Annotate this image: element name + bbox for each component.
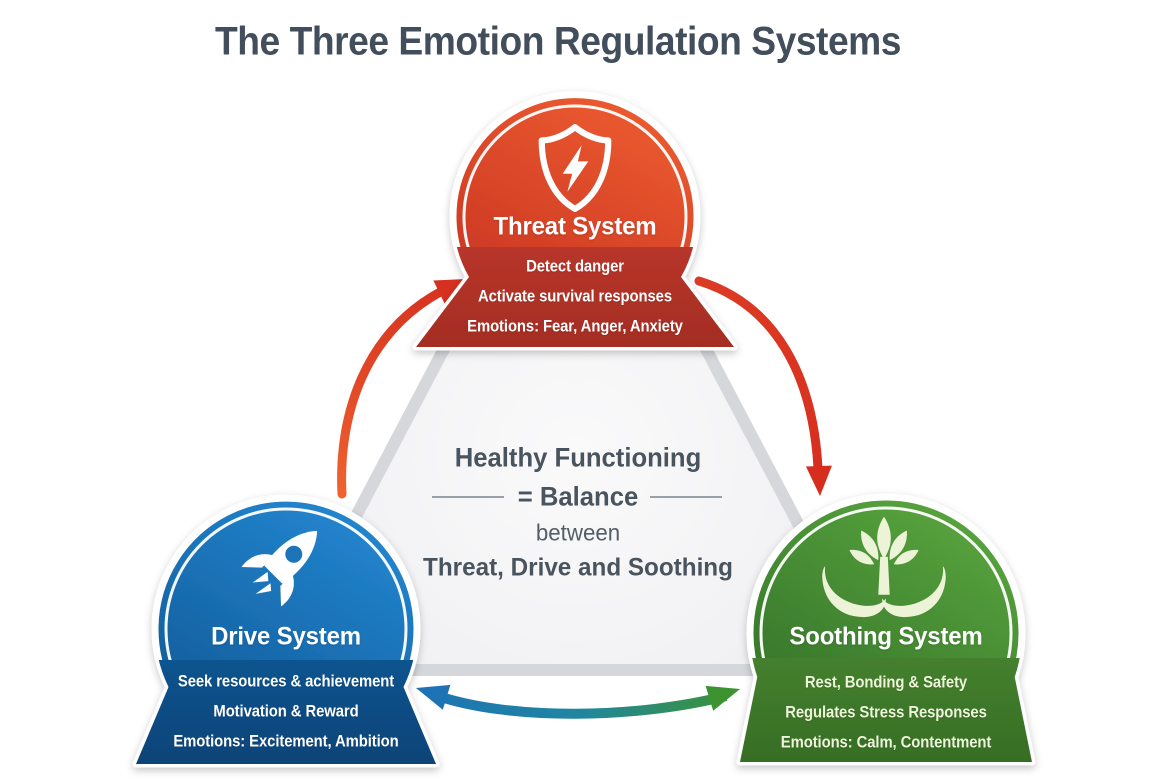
arrowhead-left-icon bbox=[416, 684, 451, 710]
arrow-threat-to-soothing bbox=[694, 276, 832, 496]
soothing-function-3: Emotions: Calm, Contentment bbox=[780, 733, 992, 752]
threat-function-2: Activate survival responses bbox=[477, 287, 673, 306]
page-title: The Three Emotion Regulation Systems bbox=[214, 19, 902, 64]
center-label-line3: between bbox=[535, 519, 621, 546]
drive-system-title: Drive System bbox=[211, 622, 361, 651]
shield-lightning-icon bbox=[538, 124, 612, 212]
soothing-function-1: Rest, Bonding & Safety bbox=[804, 673, 968, 692]
arrow-drive-soothing bbox=[416, 684, 740, 719]
drive-function-3: Emotions: Excitement, Ambition bbox=[173, 732, 399, 751]
drive-badge bbox=[132, 494, 440, 768]
soothing-badge bbox=[736, 493, 1036, 766]
arrowhead-down-icon bbox=[805, 465, 832, 496]
lotus-hands-icon bbox=[822, 516, 946, 618]
arrow-drive-to-threat bbox=[337, 279, 466, 499]
center-label-line1: Healthy Functioning bbox=[454, 442, 702, 473]
threat-function-3: Emotions: Fear, Anger, Anxiety bbox=[467, 317, 683, 336]
drive-function-2: Motivation & Reward bbox=[213, 702, 359, 721]
right-dash-rule bbox=[650, 496, 722, 498]
drive-function-1: Seek resources & achievement bbox=[177, 672, 395, 691]
soothing-function-2: Regulates Stress Responses bbox=[785, 703, 987, 722]
threat-system-title: Threat System bbox=[493, 212, 657, 241]
threat-function-1: Detect danger bbox=[526, 257, 624, 276]
center-label-line4: Threat, Drive and Soothing bbox=[423, 553, 733, 582]
center-label-line2: = Balance bbox=[517, 481, 639, 512]
rocket-icon bbox=[241, 530, 318, 607]
balance-triangle bbox=[269, 94, 881, 676]
soothing-system-title: Soothing System bbox=[789, 622, 983, 651]
arrowhead-up-icon bbox=[433, 279, 466, 304]
left-dash-rule bbox=[432, 496, 504, 498]
arrowhead-right-icon bbox=[705, 685, 740, 711]
threat-badge bbox=[412, 91, 738, 351]
